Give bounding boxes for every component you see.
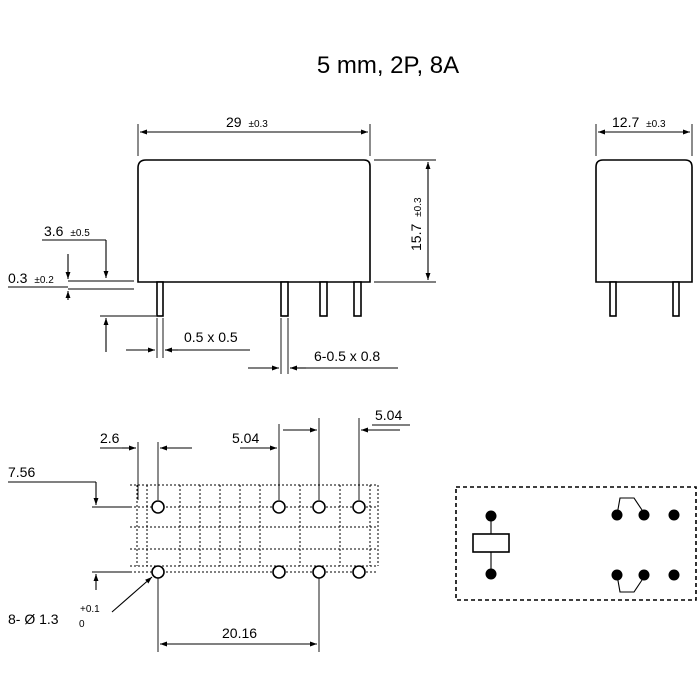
pcb-footprint: 2.6 5.04 5.04 7.56 8- Ø 1.3 +0.1 0 20.16 [8, 407, 410, 652]
height-value: 15.7 [408, 224, 424, 251]
front-pin-4 [353, 281, 362, 317]
footprint-grid [130, 484, 379, 573]
dim-5-04-b: 5.04 [375, 407, 402, 423]
side-pin-1 [609, 281, 617, 317]
hole [312, 565, 326, 579]
hole [312, 500, 326, 514]
hole [151, 500, 165, 514]
front-pin-3 [319, 281, 328, 317]
depth-value: 12.7 [612, 114, 639, 130]
svg-text:3.6 ±0.5: 3.6 ±0.5 [44, 223, 90, 239]
standoff-tolerance: ±0.2 [34, 275, 54, 286]
contact-arm-bottom [616, 574, 643, 593]
svg-text:29 ±0.3: 29 ±0.3 [226, 114, 268, 130]
pin-length-value: 3.6 [44, 223, 64, 239]
contact-terminal [668, 569, 680, 581]
coil-terminal [485, 568, 497, 580]
width-tolerance: ±0.3 [248, 119, 268, 130]
front-view: 29 ±0.3 15.7 ±0.3 3.6 ±0.5 0.3 ±0.2 [8, 114, 436, 374]
coil-terminal [485, 510, 497, 522]
front-pin-1 [156, 281, 164, 317]
coil-symbol [472, 533, 510, 553]
pin-size-label: 0.5 x 0.5 [184, 329, 238, 345]
contact-arm-top [616, 497, 643, 516]
relay-body-front [137, 159, 371, 283]
hole [352, 565, 366, 579]
side-pin-2 [672, 281, 680, 317]
hole-tol-upper: +0.1 [80, 604, 100, 615]
hole-tol-lower: 0 [79, 619, 85, 630]
hole [272, 500, 286, 514]
hole-spec: 8- Ø 1.3 [8, 611, 59, 627]
pin-length-tolerance: ±0.5 [70, 228, 90, 239]
relay-body-side [595, 159, 693, 283]
svg-text:8- Ø 1.3: 8- Ø 1.3 [8, 611, 59, 627]
hole [151, 565, 165, 579]
front-pin-2 [280, 281, 289, 317]
side-view: 12.7 ±0.3 [595, 114, 693, 317]
schematic-outline [455, 486, 697, 601]
width-value: 29 [226, 114, 242, 130]
dim-5-04-a: 5.04 [232, 430, 259, 446]
wiring-schematic [455, 486, 697, 601]
hole [272, 565, 286, 579]
contact-terminal [638, 509, 650, 521]
contact-terminal [638, 569, 650, 581]
depth-tolerance: ±0.3 [646, 119, 666, 130]
drawing-title: 5 mm, 2P, 8A [317, 52, 459, 79]
dim-7-56: 7.56 [8, 464, 35, 480]
hole [352, 500, 366, 514]
standoff-value: 0.3 [8, 270, 28, 286]
svg-text:15.7 ±0.3: 15.7 ±0.3 [408, 197, 424, 251]
main-pin-size-label: 6-0.5 x 0.8 [314, 348, 380, 364]
svg-text:12.7 ±0.3: 12.7 ±0.3 [612, 114, 666, 130]
height-tolerance: ±0.3 [413, 197, 424, 217]
dim-2-6: 2.6 [100, 430, 120, 446]
contact-terminal [668, 509, 680, 521]
dim-20-16: 20.16 [222, 625, 257, 641]
svg-text:0.3 ±0.2: 0.3 ±0.2 [8, 270, 54, 286]
